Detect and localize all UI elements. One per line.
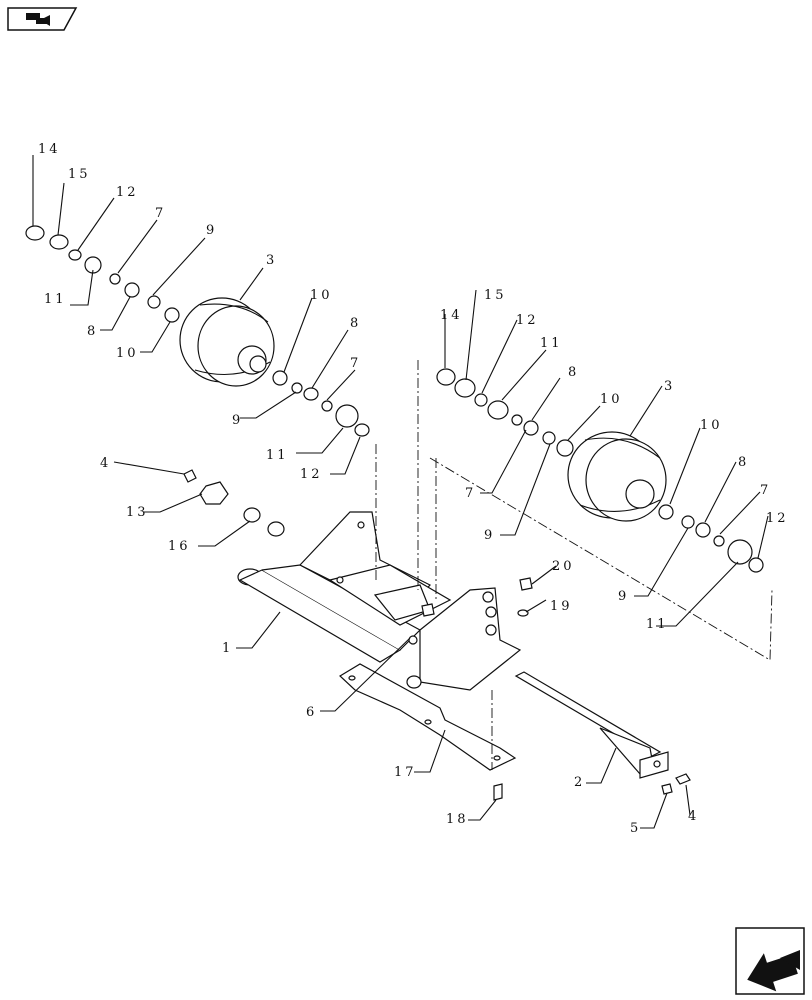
callout-8: 8	[350, 316, 361, 331]
callout-1: 1	[222, 641, 233, 656]
callout-18: 18	[446, 812, 469, 827]
callout-labels: 14 15 12 7 9 3 11 8 10 10 8 7 9 11 12 4 …	[38, 142, 789, 836]
callout-12: 12	[116, 185, 139, 200]
callout-9: 9	[232, 413, 243, 428]
callout-3: 3	[266, 253, 277, 268]
callout-12: 12	[516, 313, 539, 328]
callout-5: 5	[630, 821, 641, 836]
callout-11: 11	[646, 617, 669, 632]
left-wheel-assembly	[25, 225, 370, 437]
right-wheel-assembly	[436, 368, 764, 573]
callout-15: 15	[68, 167, 91, 182]
next-page-arrow-icon[interactable]	[735, 927, 805, 999]
alignment-lines	[375, 360, 773, 770]
callout-19: 19	[550, 599, 573, 614]
callout-8: 8	[568, 365, 579, 380]
callout-8: 8	[738, 455, 749, 470]
mounting-plate	[339, 663, 517, 771]
callout-4: 4	[100, 456, 111, 471]
callout-8: 8	[87, 324, 98, 339]
callout-9: 9	[484, 528, 495, 543]
callout-11: 11	[266, 448, 289, 463]
callout-17: 17	[394, 765, 417, 780]
callout-10: 10	[700, 418, 723, 433]
callout-12: 12	[300, 467, 323, 482]
callout-16: 16	[168, 539, 191, 554]
callout-9: 9	[618, 589, 629, 604]
book-page-icon[interactable]	[7, 7, 78, 31]
callout-14: 14	[38, 142, 61, 157]
callout-9: 9	[206, 223, 217, 238]
callout-15: 15	[484, 288, 507, 303]
callout-10: 10	[600, 392, 623, 407]
callout-7: 7	[760, 483, 771, 498]
callout-6: 6	[306, 705, 317, 720]
leader-lines	[32, 155, 769, 829]
callout-13: 13	[126, 505, 149, 520]
knob-and-washers	[183, 469, 285, 537]
callout-3: 3	[664, 379, 675, 394]
callout-11: 11	[44, 292, 67, 307]
callout-2: 2	[574, 775, 585, 790]
callout-10: 10	[116, 346, 139, 361]
callout-7: 7	[155, 206, 166, 221]
callout-12: 12	[766, 511, 789, 526]
callout-20: 20	[552, 559, 575, 574]
callout-4: 4	[688, 809, 699, 824]
callout-14: 14	[440, 308, 463, 323]
axle-rod	[514, 671, 669, 779]
callout-7: 7	[465, 486, 476, 501]
small-hardware	[421, 577, 691, 801]
callout-11: 11	[540, 336, 563, 351]
frame-assembly	[237, 511, 522, 691]
callout-10: 10	[310, 288, 333, 303]
callout-7: 7	[350, 356, 361, 371]
